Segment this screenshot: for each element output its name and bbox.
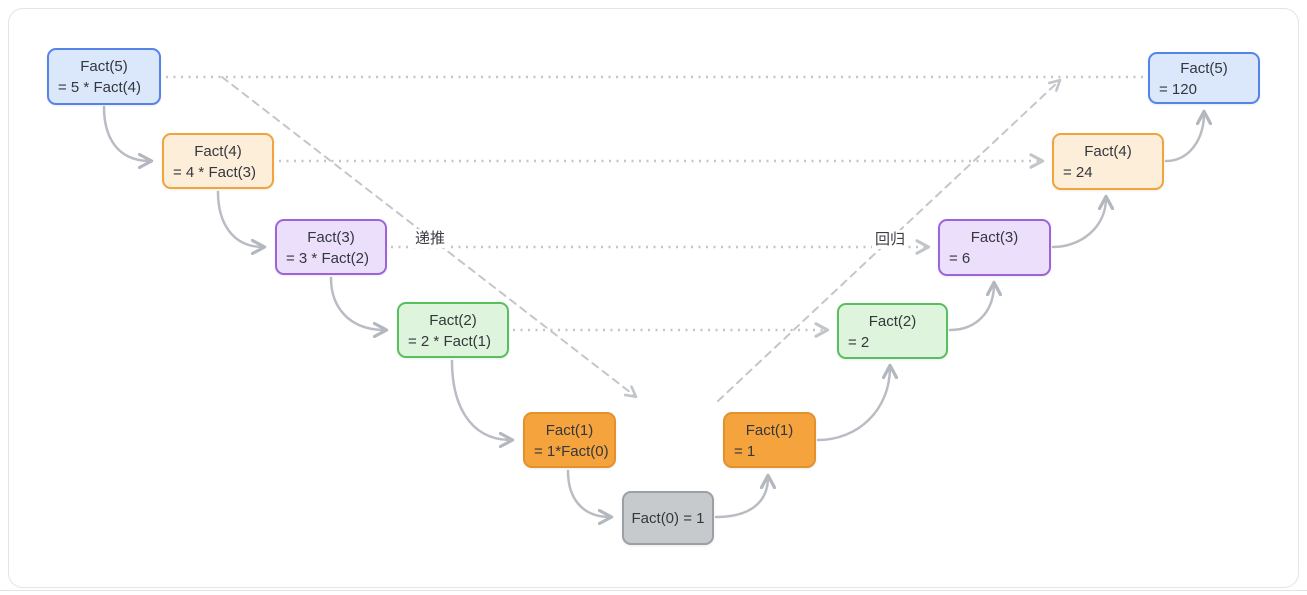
node-value: = 2 * Fact(1) [408,333,491,350]
node-title: Fact(1) [745,422,794,439]
node-return-fact1: Fact(1) = 1 [723,412,816,468]
bottom-divider [0,590,1307,591]
node-value: = 2 [848,334,870,351]
node-call-fact2: Fact(2) = 2 * Fact(1) [397,302,509,358]
label-return-phase: 回归 [872,230,909,249]
node-value: = 1 [734,443,756,460]
node-title: Fact(5) [80,58,128,75]
node-call-fact1: Fact(1) = 1*Fact(0) [523,412,616,468]
node-title: Fact(3) [307,229,355,246]
node-title: Fact(2) [429,312,477,329]
node-value: = 6 [949,250,971,267]
node-value: = 4 * Fact(3) [173,164,256,181]
node-return-fact3: Fact(3) = 6 [938,219,1051,276]
node-value: = 120 [1159,81,1197,98]
node-value: = 1*Fact(0) [534,443,609,460]
node-value: = 3 * Fact(2) [286,250,369,267]
node-base-fact0: Fact(0) = 1 [622,491,714,545]
node-return-fact5: Fact(5) = 120 [1148,52,1260,104]
node-return-fact4: Fact(4) = 24 [1052,133,1164,190]
node-title: Fact(0) = 1 [631,509,705,527]
node-call-fact4: Fact(4) = 4 * Fact(3) [162,133,274,189]
node-value: = 24 [1063,164,1093,181]
node-title: Fact(1) [545,422,594,439]
node-title: Fact(4) [194,143,242,160]
node-title: Fact(4) [1084,143,1132,160]
node-value: = 5 * Fact(4) [58,79,141,96]
node-title: Fact(3) [970,229,1019,246]
node-return-fact2: Fact(2) = 2 [837,303,948,359]
node-title: Fact(5) [1180,60,1228,77]
node-call-fact5: Fact(5) = 5 * Fact(4) [47,48,161,105]
label-recurse-phase: 递推 [412,229,449,248]
node-call-fact3: Fact(3) = 3 * Fact(2) [275,219,387,275]
node-title: Fact(2) [868,313,917,330]
